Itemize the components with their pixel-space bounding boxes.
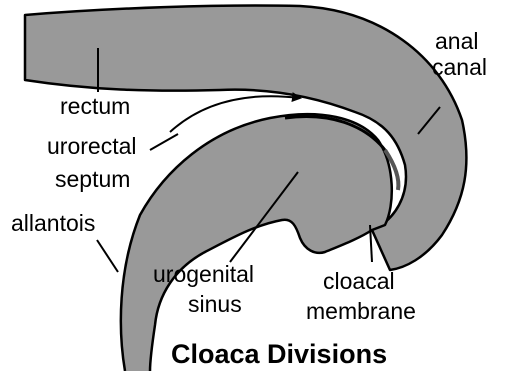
urorectal-septum-label-line2: septum — [55, 167, 130, 192]
anal-canal-label-line2: canal — [432, 55, 487, 80]
cloacal-membrane-label-line1: cloacal — [323, 269, 395, 294]
allantois-label: allantois — [11, 211, 95, 236]
allantois-leader-line — [97, 240, 118, 272]
urogenital-allantois-shape — [121, 114, 392, 371]
urogenital-sinus-label-line1: urogenital — [153, 262, 254, 287]
cloacal-membrane-label-line2: membrane — [306, 299, 416, 324]
anal-canal-label-line1: anal — [435, 29, 478, 54]
urogenital-sinus-label-line2: sinus — [188, 292, 242, 317]
urorectal-septum-label-line1: urorectal — [47, 134, 136, 159]
rectum-label: rectum — [60, 94, 130, 119]
diagram-title: Cloaca Divisions — [171, 339, 387, 369]
septum-leader-line — [150, 134, 178, 150]
